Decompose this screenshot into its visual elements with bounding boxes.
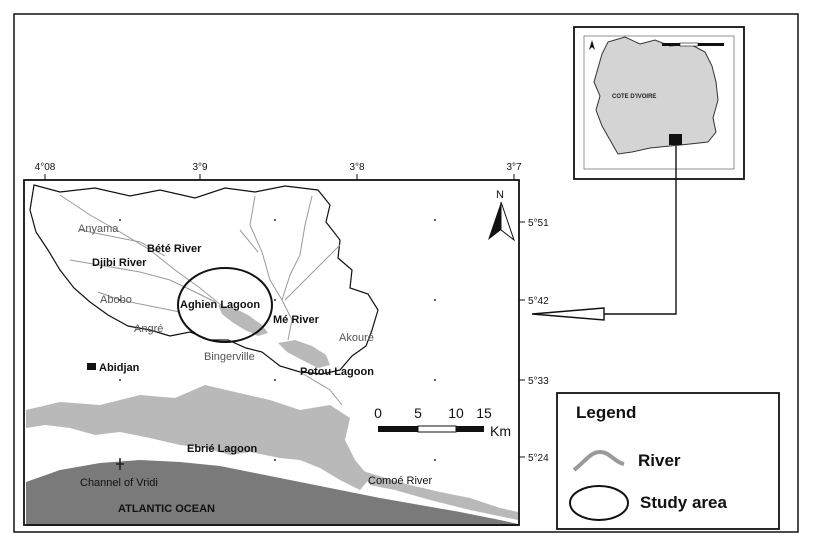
inset-map: COTE D'IVOIRE [573, 26, 745, 180]
legend-river-symbol [572, 449, 625, 472]
legend: Legend River Study area [556, 392, 780, 530]
scale-bar: 0 5 10 15 Km [374, 405, 511, 439]
label-djibi-river: Djibi River [92, 257, 147, 269]
main-map: Anyama Bété River Djibi River Abobo Aghi… [23, 162, 549, 526]
coord-right-3: 5°33 [528, 376, 549, 387]
north-arrow-label: N [496, 189, 504, 201]
inset-country-label: COTE D'IVOIRE [612, 94, 656, 100]
label-bete-river: Bété River [147, 243, 202, 255]
connector-arrow [531, 146, 677, 321]
coord-right-2: 5°42 [528, 296, 549, 307]
scale-unit: Km [490, 423, 511, 439]
legend-study-area-symbol [569, 485, 629, 521]
scale-label-10: 10 [448, 405, 464, 421]
inset-scale-bar [662, 42, 724, 47]
label-abidjan: Abidjan [99, 362, 140, 374]
lagoon-arm [360, 470, 518, 520]
legend-frame [556, 392, 780, 530]
top-ticks [44, 174, 515, 180]
atlantic-ocean-area [26, 460, 518, 526]
coord-top-3: 3°8 [349, 162, 365, 173]
coord-right-4: 5°24 [528, 453, 549, 464]
watershed-boundary [29, 184, 379, 375]
coord-top-1: 4°08 [35, 162, 56, 173]
label-me-river: Mé River [273, 314, 320, 326]
label-anyama: Anyama [78, 223, 119, 235]
label-atlantic-ocean: ATLANTIC OCEAN [118, 503, 215, 515]
label-aghien-lagoon: Aghien Lagoon [180, 299, 260, 311]
potou-lagoon-water [278, 340, 330, 368]
study-area-ellipse [177, 267, 273, 343]
inset-north-arrow [589, 40, 595, 50]
main-map-frame [23, 179, 520, 526]
river-network [59, 194, 343, 406]
label-abobo: Abobo [100, 294, 132, 306]
legend-study-area-label: Study area [640, 493, 727, 512]
label-ebrie-lagoon: Ebrié Lagoon [187, 443, 258, 455]
inset-study-marker [669, 134, 682, 145]
label-akoure: Akouré [339, 332, 374, 344]
coord-top-4: 3°7 [506, 162, 522, 173]
inset-inner-frame [583, 35, 735, 170]
coord-right-1: 5°51 [528, 218, 549, 229]
label-bingerville: Bingerville [204, 351, 255, 363]
abidjan-marker [87, 363, 96, 370]
right-ticks [519, 221, 525, 458]
legend-river-label: River [638, 451, 681, 470]
coord-top-2: 3°9 [192, 162, 208, 173]
ebrie-lagoon-water [26, 385, 370, 490]
label-potou-lagoon: Potou Lagoon [300, 366, 374, 378]
grid-ticks [119, 219, 436, 461]
scale-label-0: 0 [374, 405, 382, 421]
scale-label-15: 15 [476, 405, 492, 421]
scale-label-5: 5 [414, 405, 422, 421]
aghien-lagoon-water [218, 305, 268, 336]
label-comoe-river: Comoé River [368, 475, 433, 487]
outer-frame [13, 13, 799, 533]
legend-title: Legend [576, 403, 636, 422]
label-ange: Angré [134, 323, 163, 335]
north-arrow: N [488, 189, 516, 242]
label-channel-vridi: Channel of Vridi [80, 477, 158, 489]
